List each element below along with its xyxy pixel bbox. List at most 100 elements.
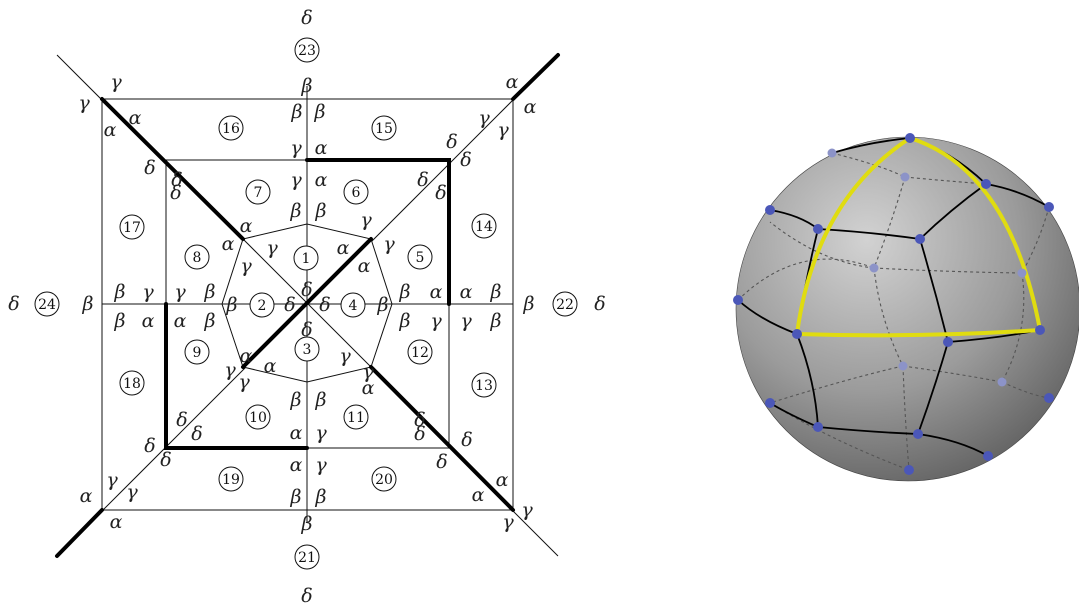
angle-label-gamma: γ	[106, 469, 118, 491]
face-number-9: 9	[184, 339, 210, 365]
angle-label-alpha: α	[142, 310, 155, 332]
face-number-2: 2	[249, 292, 275, 318]
angle-label-delta: δ	[160, 449, 171, 471]
angle-label-beta: β	[82, 293, 94, 315]
angle-label-alpha: α	[104, 119, 117, 141]
face-number-1: 1	[293, 245, 319, 271]
angle-label-beta: β	[114, 310, 126, 332]
angle-label-delta: δ	[191, 423, 202, 445]
angle-label-alpha: α	[315, 169, 328, 191]
angle-label-gamma: γ	[78, 92, 90, 114]
angle-label-gamma: γ	[238, 371, 250, 393]
angle-label-delta: δ	[594, 293, 605, 315]
face-number-6: 6	[343, 179, 369, 205]
angle-label-delta: δ	[171, 169, 182, 191]
angle-label-alpha: α	[506, 71, 519, 93]
angle-label-beta: β	[377, 294, 389, 316]
svg-text:13: 13	[475, 378, 493, 394]
angle-label-beta: β	[315, 200, 327, 222]
angle-label-beta: β	[290, 389, 302, 411]
angle-label-alpha: α	[362, 377, 375, 399]
angle-label-alpha: α	[358, 255, 371, 277]
angle-label-gamma: γ	[430, 310, 442, 332]
angle-label-gamma: γ	[174, 281, 186, 303]
angle-label-delta: δ	[414, 423, 425, 445]
angle-label-delta: δ	[301, 585, 312, 607]
angle-label-beta: β	[114, 281, 126, 303]
angle-label-delta: δ	[170, 182, 181, 204]
sphere-highlight-triangle	[795, 136, 1042, 338]
angle-label-beta: β	[523, 293, 535, 315]
angle-label-beta: β	[314, 101, 326, 123]
angle-label-delta: δ	[414, 409, 425, 431]
angle-label-delta: δ	[176, 409, 187, 431]
angle-label-beta: β	[399, 281, 411, 303]
face-number-15: 15	[371, 115, 397, 141]
angle-label-delta: δ	[417, 169, 428, 191]
angle-label-alpha: α	[110, 511, 123, 533]
angle-label-alpha: α	[129, 107, 142, 129]
sphere-vertices-hidden	[827, 148, 1027, 387]
angle-label-gamma: γ	[290, 169, 302, 191]
angle-label-delta: δ	[144, 157, 155, 179]
svg-text:2: 2	[258, 298, 267, 314]
angle-label-gamma: γ	[126, 481, 138, 503]
face-number-22: 22	[552, 291, 578, 317]
face-number-4: 4	[340, 292, 366, 318]
svg-text:4: 4	[349, 298, 358, 314]
angle-label-alpha: α	[496, 469, 509, 491]
svg-text:1: 1	[302, 251, 311, 267]
angle-label-gamma: γ	[142, 281, 154, 303]
svg-text:14: 14	[475, 219, 493, 235]
face-number-18: 18	[119, 370, 145, 396]
angle-label-gamma: γ	[110, 71, 122, 93]
face-number-7: 7	[245, 179, 271, 205]
face-number-21: 21	[294, 544, 320, 570]
angle-label-alpha: α	[315, 137, 328, 159]
face-number-14: 14	[471, 213, 497, 239]
angle-label-delta: δ	[461, 429, 472, 451]
angle-label-alpha: α	[460, 281, 473, 303]
angle-label-gamma: γ	[266, 237, 278, 259]
angle-label-delta: δ	[446, 131, 457, 153]
svg-text:20: 20	[375, 472, 393, 488]
angle-label-gamma: γ	[460, 310, 472, 332]
face-number-17: 17	[119, 214, 145, 240]
svg-text:21: 21	[298, 550, 316, 566]
sphere-illustration	[733, 133, 1079, 482]
svg-text:7: 7	[254, 185, 263, 201]
angle-label-gamma: γ	[315, 422, 327, 444]
angle-label-delta: δ	[301, 279, 312, 301]
svg-text:8: 8	[193, 250, 202, 266]
angle-label-alpha: α	[290, 422, 303, 444]
angle-label-alpha: α	[430, 281, 443, 303]
angle-label-delta: δ	[301, 319, 312, 341]
angle-label-beta: β	[315, 389, 327, 411]
angle-label-beta: β	[315, 486, 327, 508]
angle-label-gamma: γ	[339, 345, 351, 367]
angle-label-gamma: γ	[383, 233, 395, 255]
face-number-19: 19	[218, 466, 244, 492]
angle-label-beta: β	[290, 486, 302, 508]
svg-text:16: 16	[222, 121, 240, 137]
angle-label-alpha: α	[80, 485, 93, 507]
angle-label-alpha: α	[264, 355, 277, 377]
face-number-20: 20	[371, 466, 397, 492]
angle-label-alpha: α	[222, 233, 235, 255]
svg-text:10: 10	[249, 410, 267, 426]
angle-label-alpha: α	[337, 237, 350, 259]
angle-label-beta: β	[399, 310, 411, 332]
svg-text:24: 24	[38, 297, 56, 313]
angle-label-delta: δ	[436, 451, 447, 473]
angle-label-gamma: γ	[360, 209, 372, 231]
face-number-3: 3	[294, 336, 320, 362]
angle-label-beta: β	[291, 101, 303, 123]
angle-label-beta: β	[226, 294, 238, 316]
face-number-11: 11	[343, 404, 369, 430]
angle-label-alpha: α	[290, 454, 303, 476]
angle-label-gamma: γ	[362, 361, 374, 383]
svg-text:6: 6	[352, 185, 361, 201]
face-number-23: 23	[294, 37, 320, 63]
svg-text:12: 12	[411, 345, 429, 361]
